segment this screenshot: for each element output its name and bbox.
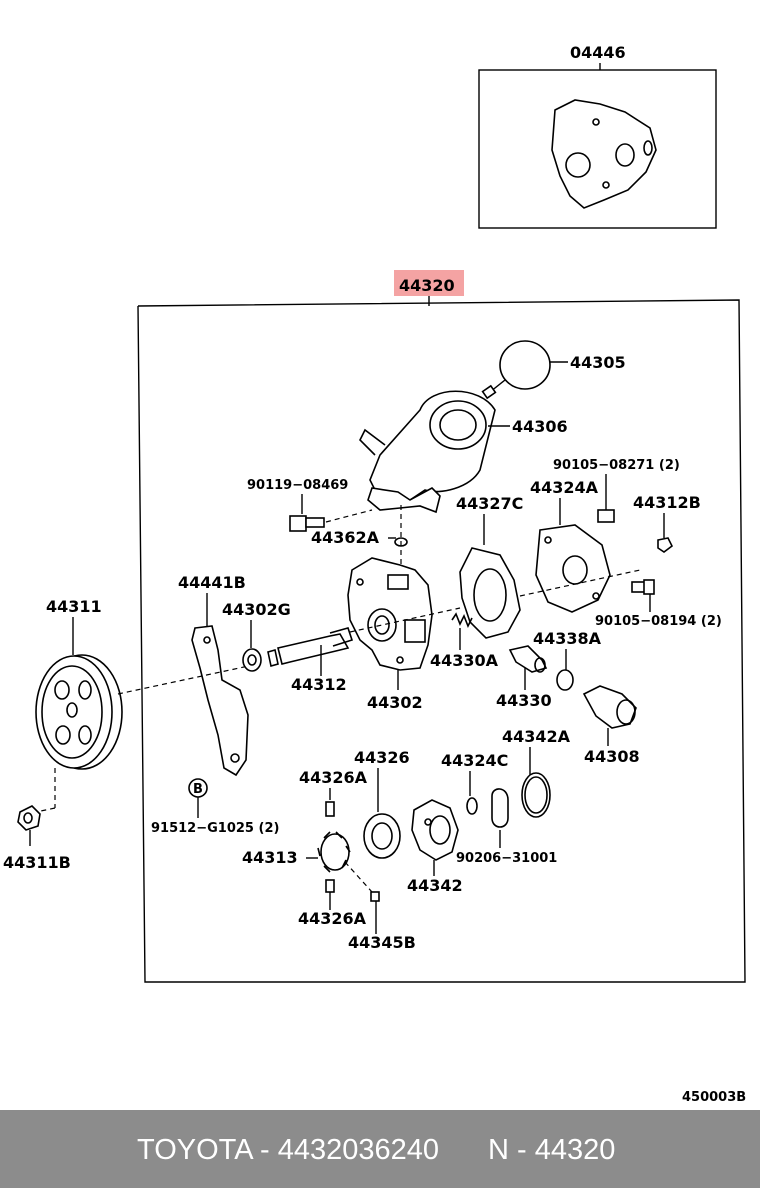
label-44327c[interactable]: 44327C [456, 494, 523, 513]
cam-ring-44342-part: 44342 [407, 799, 463, 895]
label-90119-08469[interactable]: 90119−08469 [247, 478, 348, 493]
union-fitting-icon [582, 685, 637, 729]
seal-44324c-part: 44324C [441, 751, 508, 815]
oring-44338a-part: 44338A [533, 629, 602, 691]
label-44313[interactable]: 44313 [242, 848, 298, 867]
bolt-icon [597, 509, 615, 523]
label-44362a[interactable]: 44362A [311, 528, 380, 547]
pin-44326a-part: 44326A 44326A [298, 768, 368, 928]
label-44330a[interactable]: 44330A [430, 651, 499, 670]
bolt-head-icon [289, 515, 307, 532]
seal-44302g-part: 44302G [222, 600, 291, 672]
pin-icon [325, 801, 335, 817]
kit-oring-icon [615, 143, 635, 167]
gasket-44327c-part: 44327C [456, 494, 523, 639]
rotor-icon [320, 833, 350, 871]
label-44342a[interactable]: 44342A [502, 727, 571, 746]
assembly-box [137, 299, 746, 983]
label-44308[interactable]: 44308 [584, 747, 640, 766]
bolt-91512-g1025-part: B 91512−G1025 (2) [151, 778, 279, 836]
label-90105-08194[interactable]: 90105−08194 (2) [595, 614, 722, 629]
rotor-44313-part: 44313 [242, 831, 373, 893]
label-44311b[interactable]: 44311B [3, 853, 71, 872]
pump-body-44302-part: 44302 [347, 557, 433, 712]
label-44320[interactable]: 44320 [399, 276, 455, 295]
snap-ring-icon [491, 788, 509, 828]
cover-44324a-part: 44324A [530, 478, 611, 613]
gasket-icon [459, 547, 521, 639]
bolt-90105-08271-part: 90105−08271 (2) [553, 458, 680, 523]
valve-44330-part: 44330 [496, 645, 552, 710]
footer-reference: N - 44320 [488, 1134, 616, 1166]
gasket-kit-group: 04446 [478, 43, 717, 229]
oring-icon [521, 772, 551, 818]
oring-44362a-part: 44362A [311, 505, 408, 565]
label-44326a-bottom[interactable]: 44326A [298, 909, 367, 928]
label-91512-g1025[interactable]: 91512−G1025 (2) [151, 821, 279, 836]
highlight-44320 [394, 270, 464, 296]
valve-icon [508, 645, 548, 673]
cover-plate-icon [535, 524, 611, 613]
parts-diagram: 04446 44320 44305 44306 90105−08271 (2) [3, 43, 746, 1105]
oring-icon [556, 669, 574, 691]
label-44326a-top[interactable]: 44326A [299, 768, 368, 787]
pin-icon [370, 891, 380, 902]
plate-icon [363, 813, 401, 859]
footer-bar: TOYOTA - 4432036240 N - 44320 [0, 1110, 760, 1188]
label-44345b[interactable]: 44345B [348, 933, 416, 952]
label-44311[interactable]: 44311 [46, 597, 102, 616]
nut-44312b-part: 44312B [633, 493, 701, 553]
label-44441b[interactable]: 44441B [178, 573, 246, 592]
pin-44345b-part: 44345B [348, 891, 416, 952]
bolt-shank-icon [305, 517, 325, 528]
label-44302[interactable]: 44302 [367, 693, 423, 712]
bolt-mark-letter: B [193, 782, 203, 797]
pin-icon-lower [325, 879, 335, 893]
nut-icon [17, 805, 41, 831]
plate-44326-part: 44326 [354, 748, 410, 859]
label-90206-31001[interactable]: 90206−31001 [456, 851, 557, 866]
assembly-group: 44320 [137, 270, 746, 983]
label-44312b[interactable]: 44312B [633, 493, 701, 512]
bolt-90105-08194-part: 90105−08194 (2) [595, 579, 722, 629]
label-44338a[interactable]: 44338A [533, 629, 602, 648]
footer-part-number: TOYOTA - 4432036240 [137, 1134, 440, 1166]
spring-44330a-part: 44330A [430, 612, 499, 670]
ring-90206-31001-part: 90206−31001 [456, 788, 557, 866]
label-44330[interactable]: 44330 [496, 691, 552, 710]
spring-icon [451, 612, 473, 628]
shaft-icon [277, 633, 350, 665]
pulley-44311-part: 44311 [35, 597, 259, 813]
reservoir-part: 44306 [359, 390, 568, 514]
nut-icon [657, 537, 674, 553]
diagram-code: 450003B [682, 1090, 746, 1105]
union-44308-part: 44308 [582, 685, 640, 766]
nut-44311b-part: 44311B [3, 805, 71, 872]
kit-box [478, 69, 717, 229]
label-44306[interactable]: 44306 [512, 417, 568, 436]
label-44312[interactable]: 44312 [291, 675, 347, 694]
label-44342[interactable]: 44342 [407, 876, 463, 895]
label-44302g[interactable]: 44302G [222, 600, 291, 619]
bracket-44441b-part: 44441B [178, 573, 249, 777]
bolt-90119-08469-part: 90119−08469 [247, 478, 373, 532]
cam-ring-icon [411, 799, 459, 861]
seal-ring-icon [466, 797, 478, 815]
reservoir-cap-icon [499, 340, 551, 390]
label-44305[interactable]: 44305 [570, 353, 626, 372]
label-04446[interactable]: 04446 [570, 43, 626, 62]
reservoir-cap-part: 44305 [481, 340, 626, 400]
oring-44342a-part: 44342A [502, 727, 571, 818]
kit-small-ring-icon [643, 140, 653, 156]
shaft-44312-part: 44312 [267, 627, 354, 694]
kit-seal-ring-icon [565, 152, 591, 178]
bracket-icon [191, 625, 249, 777]
label-90105-08271[interactable]: 90105−08271 (2) [553, 458, 680, 473]
label-44324c[interactable]: 44324C [441, 751, 508, 770]
label-44326[interactable]: 44326 [354, 748, 410, 767]
label-44324a[interactable]: 44324A [530, 478, 599, 497]
seal-icon [242, 648, 262, 672]
gasket-kit-icon [551, 99, 657, 209]
